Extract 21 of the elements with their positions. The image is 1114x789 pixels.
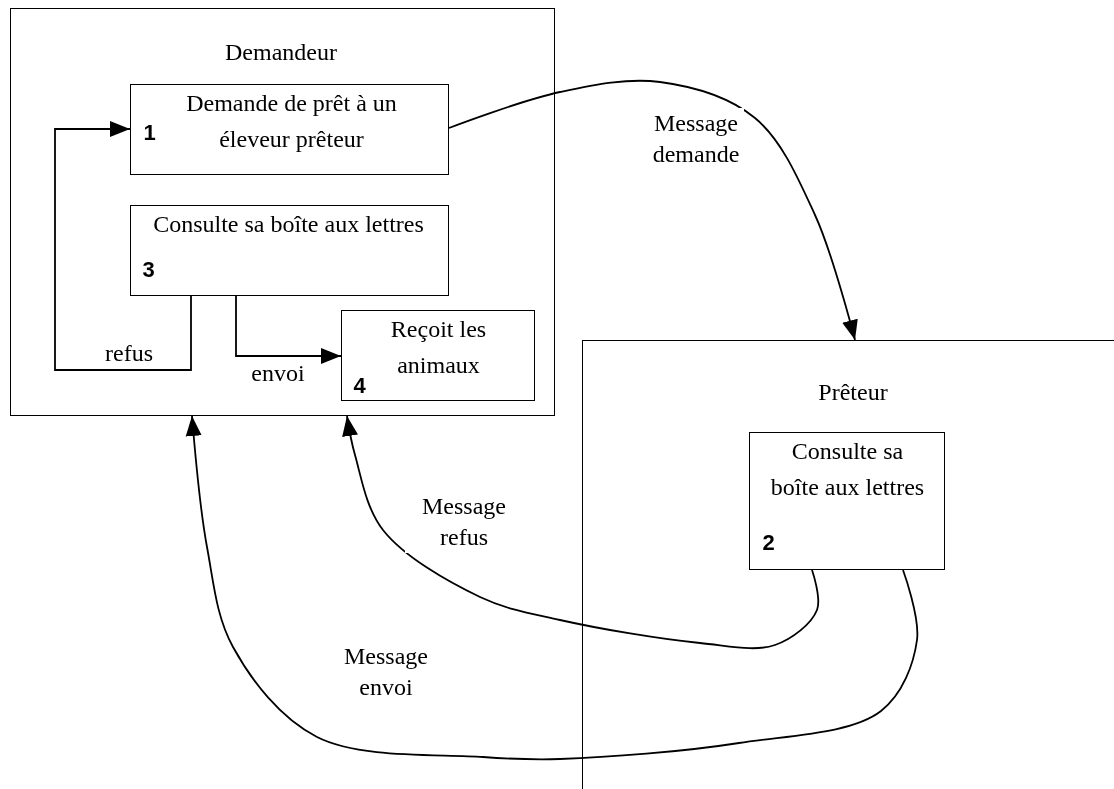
lane-title: Demandeur	[224, 38, 338, 67]
step-text: Consulte sa boîte aux lettres	[769, 436, 926, 502]
step-number: 3	[142, 257, 155, 282]
step-number: 2	[762, 530, 775, 555]
swimlane-box	[582, 340, 1114, 789]
process-box	[129, 83, 449, 175]
step-number: 4	[353, 373, 366, 398]
arrow	[54, 121, 192, 371]
swimlane-box	[10, 8, 555, 416]
step-text: Consulte sa boîte aux lettres	[152, 209, 425, 239]
step-text: Demande de prêt à un éleveur prêteur	[185, 88, 398, 154]
lane-title: Prêteur	[817, 378, 889, 407]
arrow	[235, 295, 342, 364]
arrow	[185, 415, 919, 761]
step-number: 1	[143, 120, 156, 145]
process-box	[129, 204, 449, 296]
process-box	[748, 431, 945, 570]
step-text: Reçoit les animaux	[389, 314, 488, 380]
arrow	[342, 415, 820, 650]
arrow	[448, 79, 858, 341]
process-box	[340, 309, 535, 401]
